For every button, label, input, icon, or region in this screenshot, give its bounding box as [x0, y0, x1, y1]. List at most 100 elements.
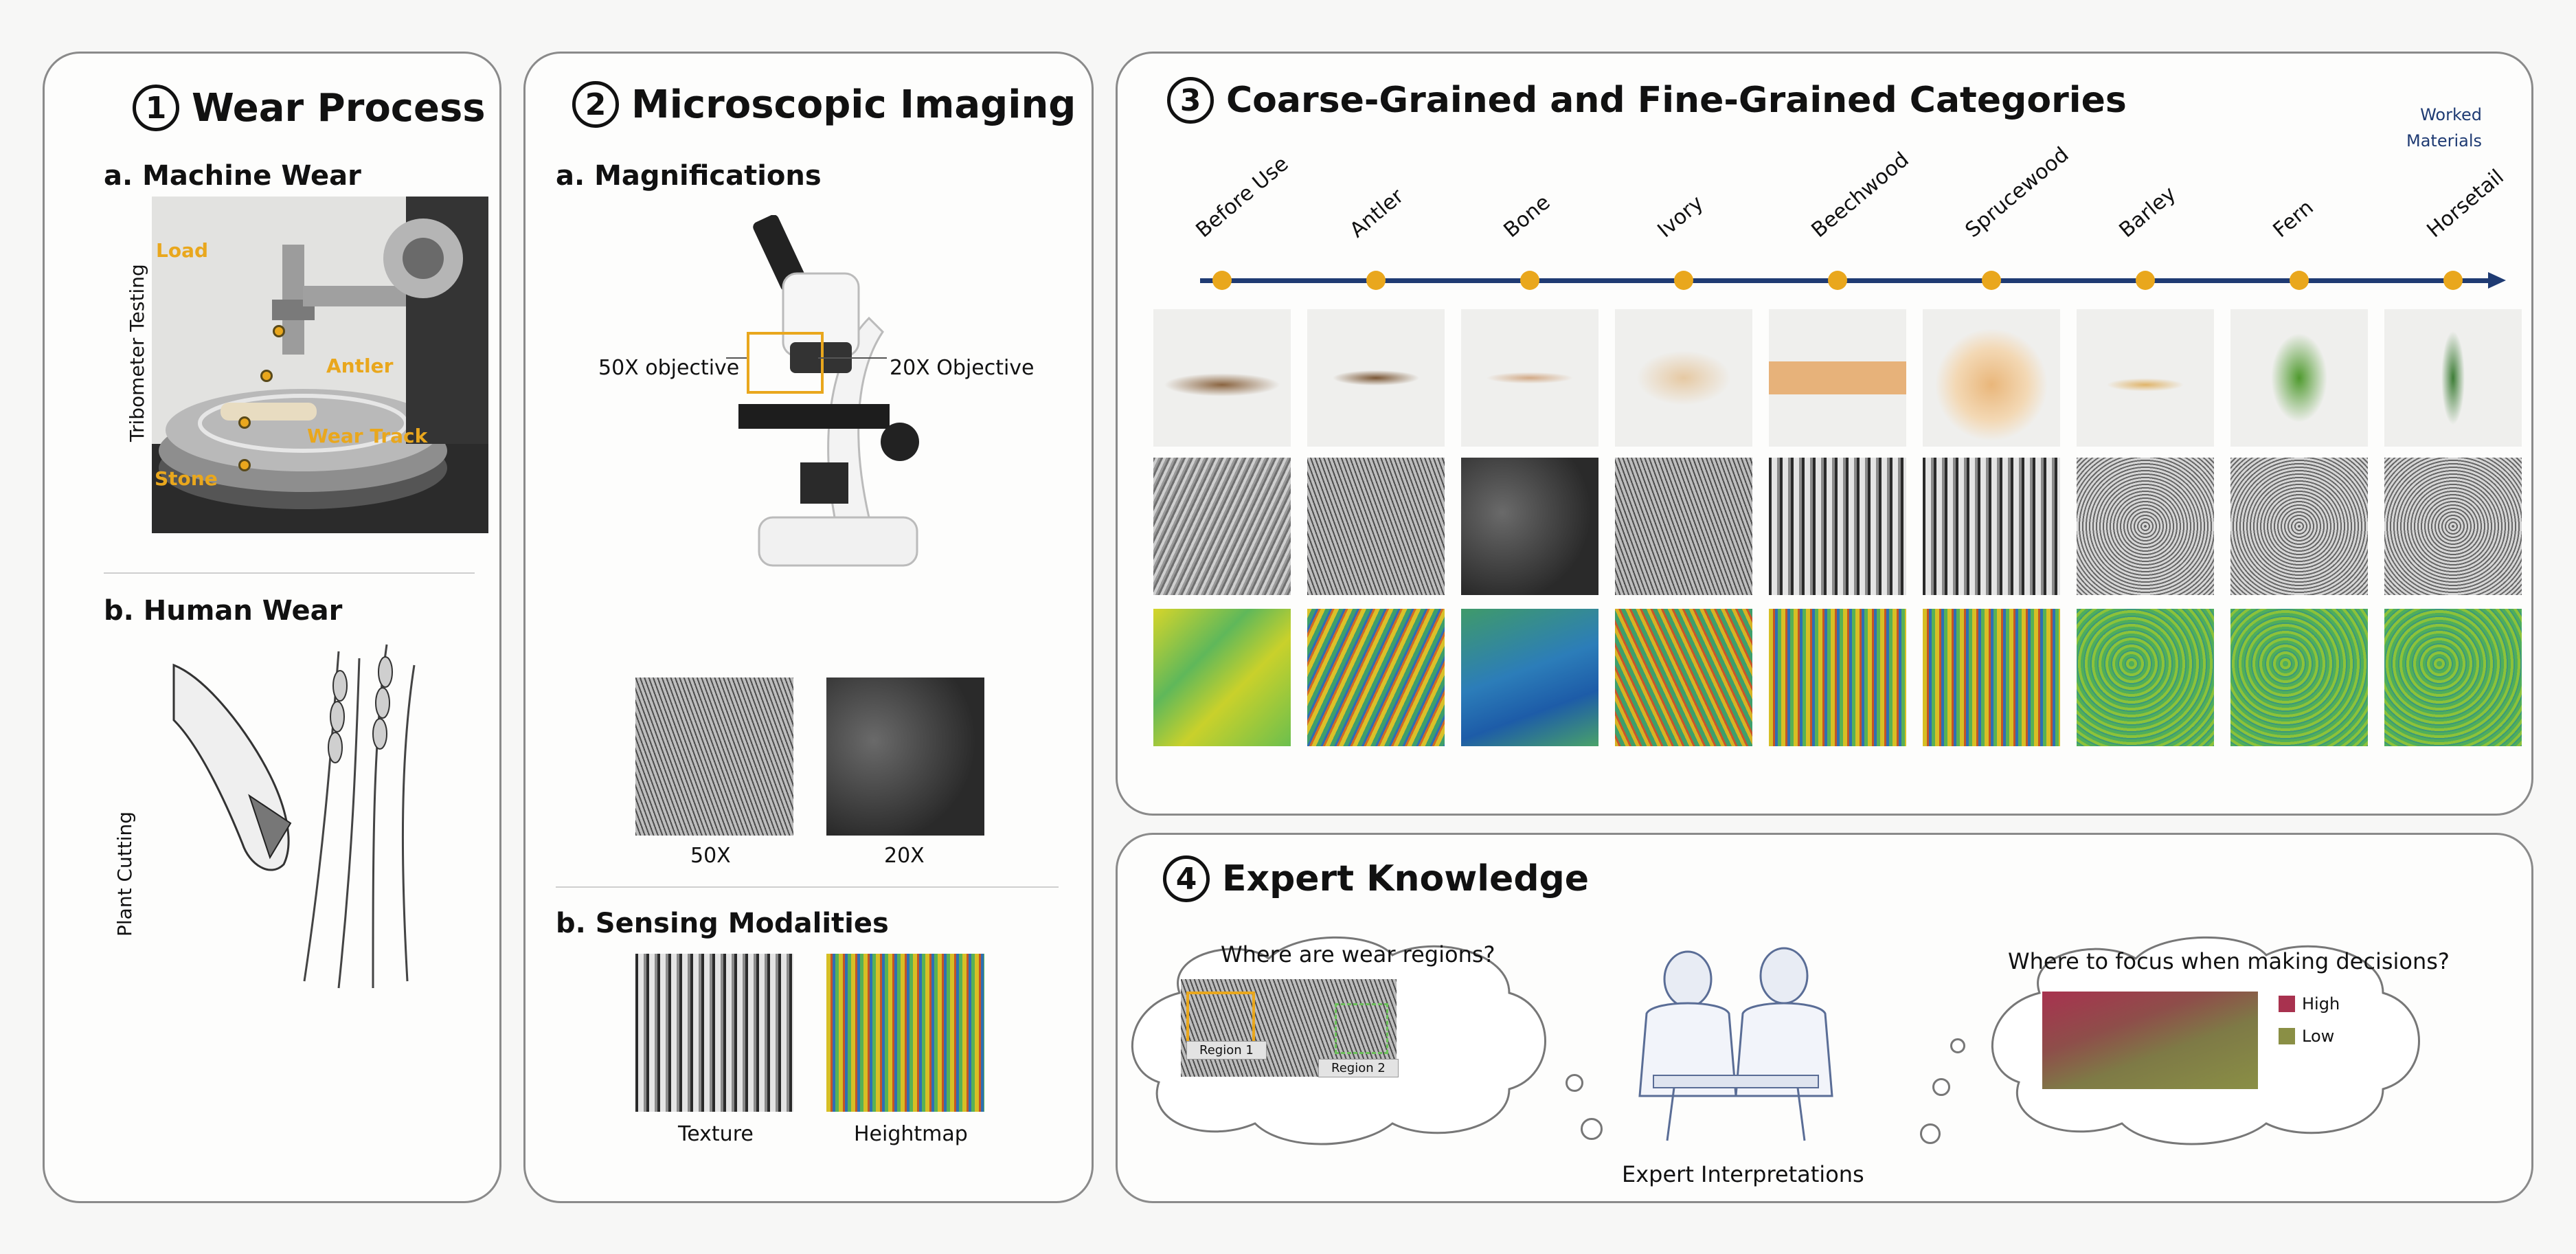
panel-expert-knowledge: 4 Expert Knowledge Where are wear region…	[1116, 833, 2533, 1203]
texture-image	[635, 954, 793, 1112]
timeline-dot	[1366, 271, 1386, 290]
callout-20x-objective: 20X Objective	[890, 356, 1035, 380]
legend-high-label: High	[2302, 994, 2340, 1014]
expert-interpretations-caption: Expert Interpretations	[1622, 1161, 1864, 1187]
heightmap-tile	[1923, 609, 2060, 746]
material-photo	[1461, 309, 1598, 447]
texture-tile	[1769, 458, 1906, 595]
marker-dot	[238, 459, 251, 471]
material-photo	[2384, 309, 2522, 447]
timeline-label: Bone	[1499, 190, 1555, 243]
timeline-label: Beechwood	[1807, 147, 1914, 243]
panel4-number: 4	[1163, 855, 1210, 902]
panel1-divider	[104, 572, 475, 574]
material-photo	[1923, 309, 2060, 447]
timeline-dot	[1674, 271, 1693, 290]
timeline-label: Sprucewood	[1961, 142, 2074, 243]
sample-image-50x	[635, 678, 793, 836]
worked-materials-legend: Worked Materials	[2406, 102, 2482, 154]
timeline-dot	[2290, 271, 2309, 290]
sample-image-20x	[826, 678, 984, 836]
tag-stone: Stone	[155, 467, 218, 490]
timeline-dot	[1212, 271, 1232, 290]
panel2-title-text: Microscopic Imaging	[631, 82, 1076, 127]
tag-antler: Antler	[326, 355, 394, 377]
panel3-title: 3 Coarse-Grained and Fine-Grained Catego…	[1167, 77, 2127, 124]
timeline-arrowhead	[2488, 272, 2506, 289]
heightmap-tile	[1153, 609, 1291, 746]
panel-wear-process: 1 Wear Process a. Machine Wear Load Antl…	[43, 52, 501, 1203]
right-question: Where to focus when making decisions?	[2008, 948, 2450, 974]
region-1-box	[1186, 992, 1255, 1044]
timeline-dot	[2443, 271, 2463, 290]
plant-cutting-side-label: Plant Cutting	[113, 811, 136, 937]
heightmap-image	[826, 954, 984, 1112]
timeline-label: Barley	[2114, 181, 2181, 243]
magnifications-heading: a. Magnifications	[556, 160, 822, 192]
material-photo	[2077, 309, 2214, 447]
callout-line-left	[726, 357, 747, 359]
heightmap-tile	[1307, 609, 1445, 746]
timeline-label: Antler	[1345, 184, 1409, 243]
timeline-dot	[1982, 271, 2001, 290]
marker-dot	[238, 416, 251, 429]
panel4-title: 4 Expert Knowledge	[1163, 855, 1589, 902]
plant-cutting-sketch	[172, 644, 416, 989]
panel3-title-text: Coarse-Grained and Fine-Grained Categori…	[1226, 80, 2127, 121]
thought-bubble	[1581, 1118, 1603, 1140]
caption-20x: 20X	[884, 844, 925, 868]
texture-tile	[1461, 458, 1598, 595]
panel-categories: 3 Coarse-Grained and Fine-Grained Catego…	[1116, 52, 2533, 816]
region-1-label: Region 1	[1186, 1041, 1267, 1060]
heightmap-tile	[2077, 609, 2214, 746]
panel2-title: 2 Microscopic Imaging	[572, 81, 1076, 128]
material-photo	[2230, 309, 2368, 447]
texture-tile	[1615, 458, 1752, 595]
timeline-dot	[2136, 271, 2155, 290]
legend-line-1: Worked	[2420, 105, 2483, 124]
legend-low-label: Low	[2302, 1027, 2335, 1046]
timeline-dot	[1520, 271, 1539, 290]
material-photo	[1153, 309, 1291, 447]
heightmap-tile	[2230, 609, 2368, 746]
texture-tile	[1923, 458, 2060, 595]
texture-tile	[1307, 458, 1445, 595]
panel2-number: 2	[572, 81, 619, 128]
texture-tile	[2384, 458, 2522, 595]
panel2-divider	[556, 886, 1059, 888]
panel-microscopic-imaging: 2 Microscopic Imaging a. Magnifications …	[523, 52, 1094, 1203]
material-photo	[1615, 309, 1752, 447]
heightmap-tile	[2384, 609, 2522, 746]
thought-bubble	[1932, 1078, 1950, 1096]
heightmap-tile	[1461, 609, 1598, 746]
callout-50x-objective: 50X objective	[598, 356, 740, 380]
caption-50x: 50X	[690, 844, 731, 868]
timeline-label: Fern	[2268, 195, 2318, 243]
attention-map	[2042, 992, 2258, 1089]
human-wear-heading: b. Human Wear	[104, 595, 343, 627]
timeline-label: Ivory	[1653, 190, 1708, 243]
thought-bubble	[1950, 1038, 1965, 1053]
sensing-modalities-heading: b. Sensing Modalities	[556, 908, 889, 939]
tribometer-illustration	[152, 197, 488, 533]
thought-bubble	[1920, 1123, 1941, 1144]
region-2-label: Region 2	[1318, 1059, 1399, 1077]
timeline-dot	[1828, 271, 1847, 290]
legend-low-swatch	[2279, 1028, 2295, 1044]
tribometer-side-label: Tribometer Testing	[126, 264, 148, 442]
thought-bubble	[1566, 1074, 1583, 1092]
callout-line-right	[818, 357, 887, 359]
texture-tile	[2077, 458, 2214, 595]
material-photo	[1307, 309, 1445, 447]
experts-sketch	[1638, 947, 1833, 1141]
tag-load: Load	[156, 239, 209, 262]
left-question: Where are wear regions?	[1221, 941, 1495, 967]
legend-line-2: Materials	[2406, 131, 2483, 150]
timeline-label: Before Use	[1191, 151, 1293, 243]
heightmap-tile	[1615, 609, 1752, 746]
caption-heightmap: Heightmap	[854, 1122, 968, 1146]
microscope-illustration	[738, 215, 919, 567]
timeline-label: Horsetail	[2422, 164, 2509, 243]
texture-tile	[2230, 458, 2368, 595]
heightmap-tile	[1769, 609, 1906, 746]
